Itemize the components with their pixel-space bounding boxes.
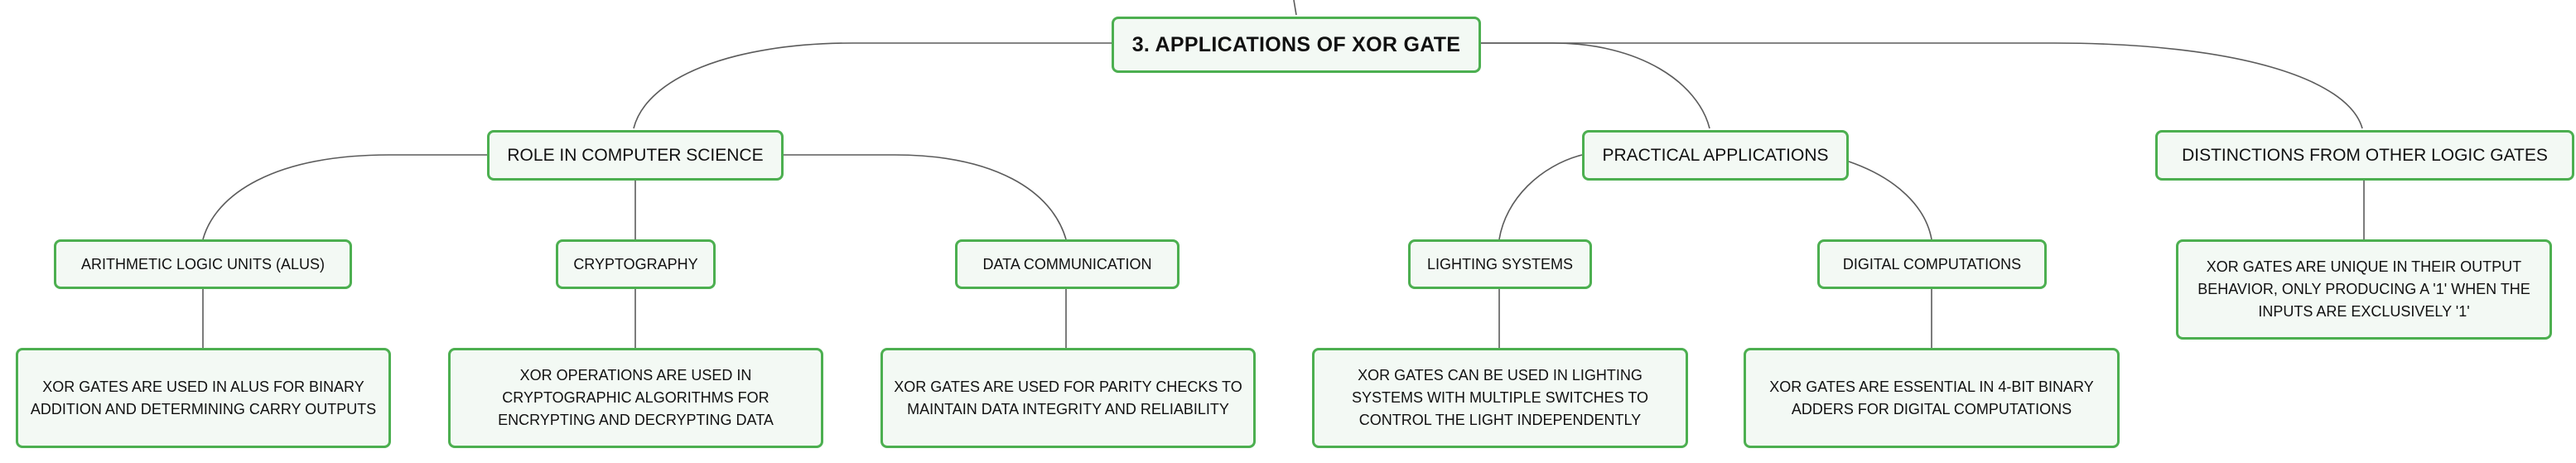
connector-root-to-role bbox=[633, 42, 1112, 129]
connector-practical-to-lighting bbox=[1498, 154, 1583, 240]
branch-practical-applications[interactable]: PRACTICAL APPLICATIONS bbox=[1582, 130, 1849, 181]
connector-role-to-datacomm bbox=[784, 154, 1067, 240]
root-node[interactable]: 3. APPLICATIONS OF XOR GATE bbox=[1112, 17, 1481, 73]
branch-distinctions[interactable]: DISTINCTIONS FROM OTHER LOGIC GATES bbox=[2155, 130, 2574, 181]
topic-label: ARITHMETIC LOGIC UNITS (ALUS) bbox=[80, 255, 326, 272]
topic-label: LIGHTING SYSTEMS bbox=[1426, 255, 1574, 272]
connector-parent-root bbox=[1293, 0, 1297, 16]
connector-role-to-alu bbox=[202, 154, 487, 240]
topic-cryptography[interactable]: CRYPTOGRAPHY bbox=[556, 239, 716, 289]
detail-digital-computations[interactable]: XOR GATES ARE ESSENTIAL IN 4-BIT BINARY … bbox=[1744, 348, 2120, 448]
detail-text: XOR GATES CAN BE USED IN LIGHTING SYSTEM… bbox=[1351, 367, 1649, 428]
root-label: 3. APPLICATIONS OF XOR GATE bbox=[1131, 32, 1461, 56]
branch-role-in-computer-science[interactable]: ROLE IN COMPUTER SCIENCE bbox=[487, 130, 784, 181]
detail-data-communication[interactable]: XOR GATES ARE USED FOR PARITY CHECKS TO … bbox=[880, 348, 1256, 448]
connector-root-to-practical bbox=[1479, 42, 1710, 129]
topic-label: DATA COMMUNICATION bbox=[982, 255, 1152, 272]
detail-cryptography[interactable]: XOR OPERATIONS ARE USED IN CRYPTOGRAPHIC… bbox=[448, 348, 823, 448]
topic-lighting-systems[interactable]: LIGHTING SYSTEMS bbox=[1408, 239, 1592, 289]
detail-text: XOR GATES ARE ESSENTIAL IN 4-BIT BINARY … bbox=[1769, 378, 2094, 417]
branch-label: ROLE IN COMPUTER SCIENCE bbox=[507, 145, 764, 165]
detail-alu[interactable]: XOR GATES ARE USED IN ALUS FOR BINARY AD… bbox=[16, 348, 391, 448]
branch-label: DISTINCTIONS FROM OTHER LOGIC GATES bbox=[2182, 145, 2548, 165]
topic-label: CRYPTOGRAPHY bbox=[573, 255, 698, 272]
detail-text: XOR GATES ARE USED FOR PARITY CHECKS TO … bbox=[894, 378, 1242, 417]
connector-practical-to-digital bbox=[1848, 161, 1932, 240]
topic-arithmetic-logic-units[interactable]: ARITHMETIC LOGIC UNITS (ALUS) bbox=[54, 239, 352, 289]
topic-digital-computations[interactable]: DIGITAL COMPUTATIONS bbox=[1817, 239, 2047, 289]
detail-lighting-systems[interactable]: XOR GATES CAN BE USED IN LIGHTING SYSTEM… bbox=[1312, 348, 1688, 448]
topic-data-communication[interactable]: DATA COMMUNICATION bbox=[955, 239, 1179, 289]
connector-root-to-distinctions bbox=[1479, 42, 2363, 129]
detail-text: XOR GATES ARE UNIQUE IN THEIR OUTPUT BEH… bbox=[2197, 258, 2530, 320]
topic-label: DIGITAL COMPUTATIONS bbox=[1842, 255, 2022, 272]
branch-label: PRACTICAL APPLICATIONS bbox=[1602, 145, 1829, 165]
detail-text: XOR GATES ARE USED IN ALUS FOR BINARY AD… bbox=[30, 378, 377, 417]
detail-text: XOR OPERATIONS ARE USED IN CRYPTOGRAPHIC… bbox=[498, 367, 774, 428]
detail-distinctions[interactable]: XOR GATES ARE UNIQUE IN THEIR OUTPUT BEH… bbox=[2176, 239, 2552, 340]
